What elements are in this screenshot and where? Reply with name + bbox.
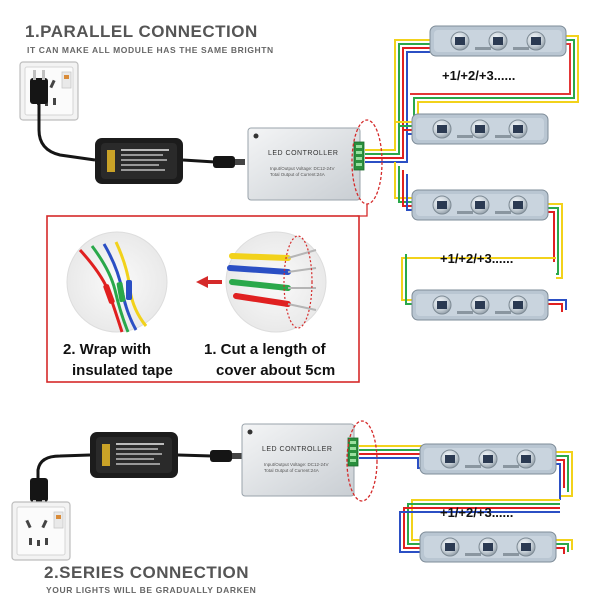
controller-label-top: LED CONTROLLER (268, 150, 339, 157)
series-title: 2.SERIES CONNECTION (44, 563, 250, 582)
step2-line2: insulated tape (72, 362, 173, 379)
wall-socket-top (19, 61, 79, 121)
led-module-1 (429, 25, 567, 57)
power-adapter-bottom (36, 432, 242, 480)
callout-line (357, 204, 368, 217)
sequence-label-series: +1/+2/+3...... (440, 505, 514, 520)
controller-spec1-top: Input/Output Voltage: DC12-24V (270, 166, 335, 171)
step1-line2: cover about 5cm (216, 362, 336, 379)
arrow-left-icon (196, 276, 222, 288)
led-controller-top (247, 127, 365, 201)
controller-spec2-top: Total Output of Current:24A (270, 172, 325, 177)
series-subtitle: YOUR LIGHTS WILL BE GRADUALLY DARKEN (46, 585, 257, 595)
wrapped-wires-circle (66, 231, 168, 333)
led-module-series-1 (419, 443, 557, 475)
terminal-highlight-bottom (346, 420, 378, 502)
sequence-label-lower: +1/+2/+3...... (440, 251, 514, 266)
plug-top (30, 70, 96, 162)
wall-socket-bottom (11, 501, 71, 561)
controller-spec2-bottom: Total Output of Current:24A (264, 468, 319, 473)
controller-spec1-bottom: Input/Output Voltage: DC12-24V (264, 462, 329, 467)
power-adapter-top (95, 138, 245, 184)
step2-line1: 2. Wrap with (63, 341, 152, 358)
step1-line1: 1. Cut a length of (204, 341, 326, 358)
sequence-label-upper: +1/+2/+3...... (442, 68, 516, 83)
wires-parallel (365, 35, 579, 312)
led-module-4 (411, 289, 549, 321)
led-controller-bottom (241, 423, 359, 497)
led-module-3 (411, 189, 549, 221)
parallel-title: 1.PARALLEL CONNECTION (25, 22, 258, 41)
parallel-subtitle: IT CAN MAKE ALL MODULE HAS THE SAME BRIG… (27, 45, 274, 55)
controller-label-bottom: LED CONTROLLER (262, 446, 333, 453)
led-module-series-2 (419, 531, 557, 563)
led-module-2 (411, 113, 549, 145)
cut-wires-circle (225, 231, 327, 333)
